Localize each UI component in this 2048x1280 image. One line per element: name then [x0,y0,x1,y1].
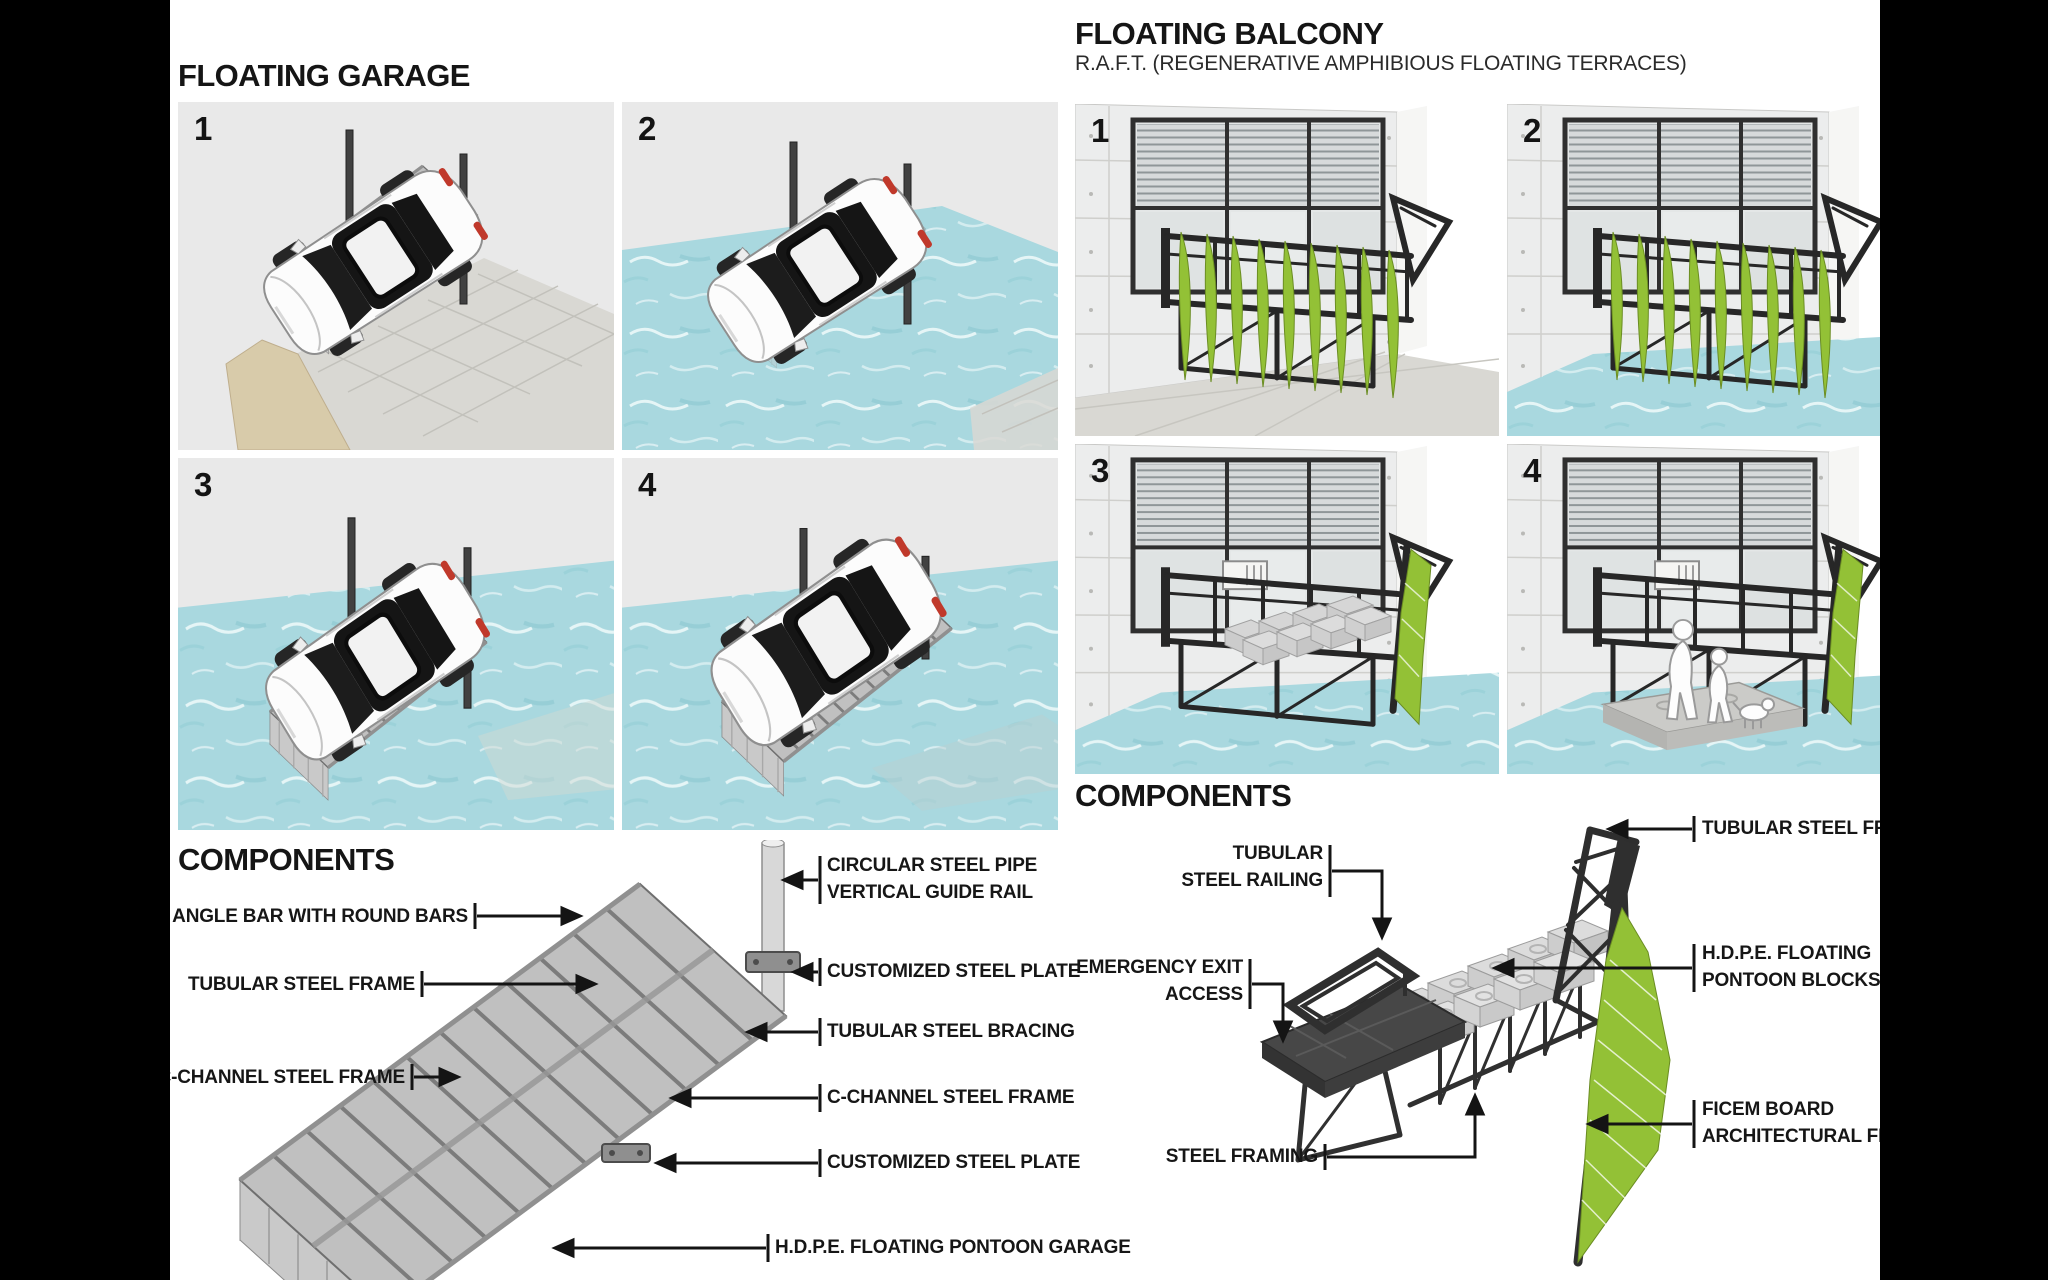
paved-corner [970,368,1058,450]
balcony-step-1-illustration [1075,104,1499,436]
step-number: 2 [1523,112,1542,149]
steel-plate-lower [601,1143,651,1163]
callout-tubular-bracing: TUBULAR STEEL BRACING [827,1021,1075,1042]
pontoon-blocks [1223,595,1393,666]
green-fins [1179,232,1398,398]
steel-plate-upper [745,951,801,973]
balcony-step-panel-3: 3 [1075,444,1499,774]
step-number: 4 [1523,452,1542,489]
garage-step-1-illustration [225,129,614,450]
tubular-steel-railing [1282,947,1421,1035]
step-number: 1 [194,110,213,147]
step-number: 4 [638,466,657,503]
balcony-step-panel-4: 4 [1507,444,1880,774]
folded-fin-bundle [1604,838,1640,915]
garage-step-3-illustration [178,517,614,830]
callout-tubular-steel-framing: TUBULAR STEEL FRAMING [1702,818,1880,839]
callout-tubular-steel-frame: TUBULAR STEEL FRAME [187,974,415,995]
submerged-paving [478,693,614,801]
emergency-exit-deck [1259,984,1468,1098]
callout-hdpe-pontoon-garage: H.D.P.E. FLOATING PONTOON GARAGE [775,1237,1131,1258]
step-number: 3 [194,466,213,503]
submerged-dock-shadow [872,714,1058,811]
balcony-step-panel-2: 2 [1507,104,1880,436]
paved-ground [296,258,614,450]
floating-raft [1600,681,1806,751]
callout-c-channel-left: C-CHANNEL STEEL FRAME [170,1067,405,1088]
balcony-step-panel-1: 1 [1075,104,1499,436]
flood-water [1507,337,1880,436]
garage-step-panel-4: 4 [622,458,1058,830]
balcony-step-4-illustration [1507,444,1880,774]
step-number: 2 [638,110,657,147]
step-number: 3 [1091,452,1110,489]
garage-title: FLOATING GARAGE [178,58,470,93]
callout-angle-bar: ANGLE BAR WITH ROUND BARS [172,906,468,927]
callout-customized-plate-2: CUSTOMIZED STEEL PLATE [827,1152,1081,1173]
green-fins [1611,232,1830,398]
step-number: 1 [1091,112,1110,149]
garage-step-panel-3: 3 [178,458,614,830]
garage-step-panel-2: 2 [622,102,1058,450]
garage-step-panel-1: 1 [178,102,614,450]
callout-customized-plate-1: CUSTOMIZED STEEL PLATE [827,961,1081,982]
callout-steel-framing: STEEL FRAMING [1165,1146,1318,1167]
callout-c-channel-right: C-CHANNEL STEEL FRAME [827,1087,1075,1108]
garage-step-4-illustration [622,458,1058,830]
balcony-components-title: COMPONENTS [1075,778,1292,813]
balcony-step-2-illustration [1507,104,1880,436]
people-silhouettes [1665,618,1775,730]
ramp [225,339,351,450]
balcony-subtitle: R.A.F.T. (REGENERATIVE AMPHIBIOUS FLOATI… [1075,52,1687,75]
garage-step-2-illustration [622,141,1058,450]
garage-components-title: COMPONENTS [178,842,395,877]
poster-content: FLOATING GARAGE 1 [170,0,1880,1280]
balcony-step-3-illustration [1075,444,1499,774]
vertical-guide-rail [761,840,785,1012]
balcony-title: FLOATING BALCONY [1075,16,1384,51]
